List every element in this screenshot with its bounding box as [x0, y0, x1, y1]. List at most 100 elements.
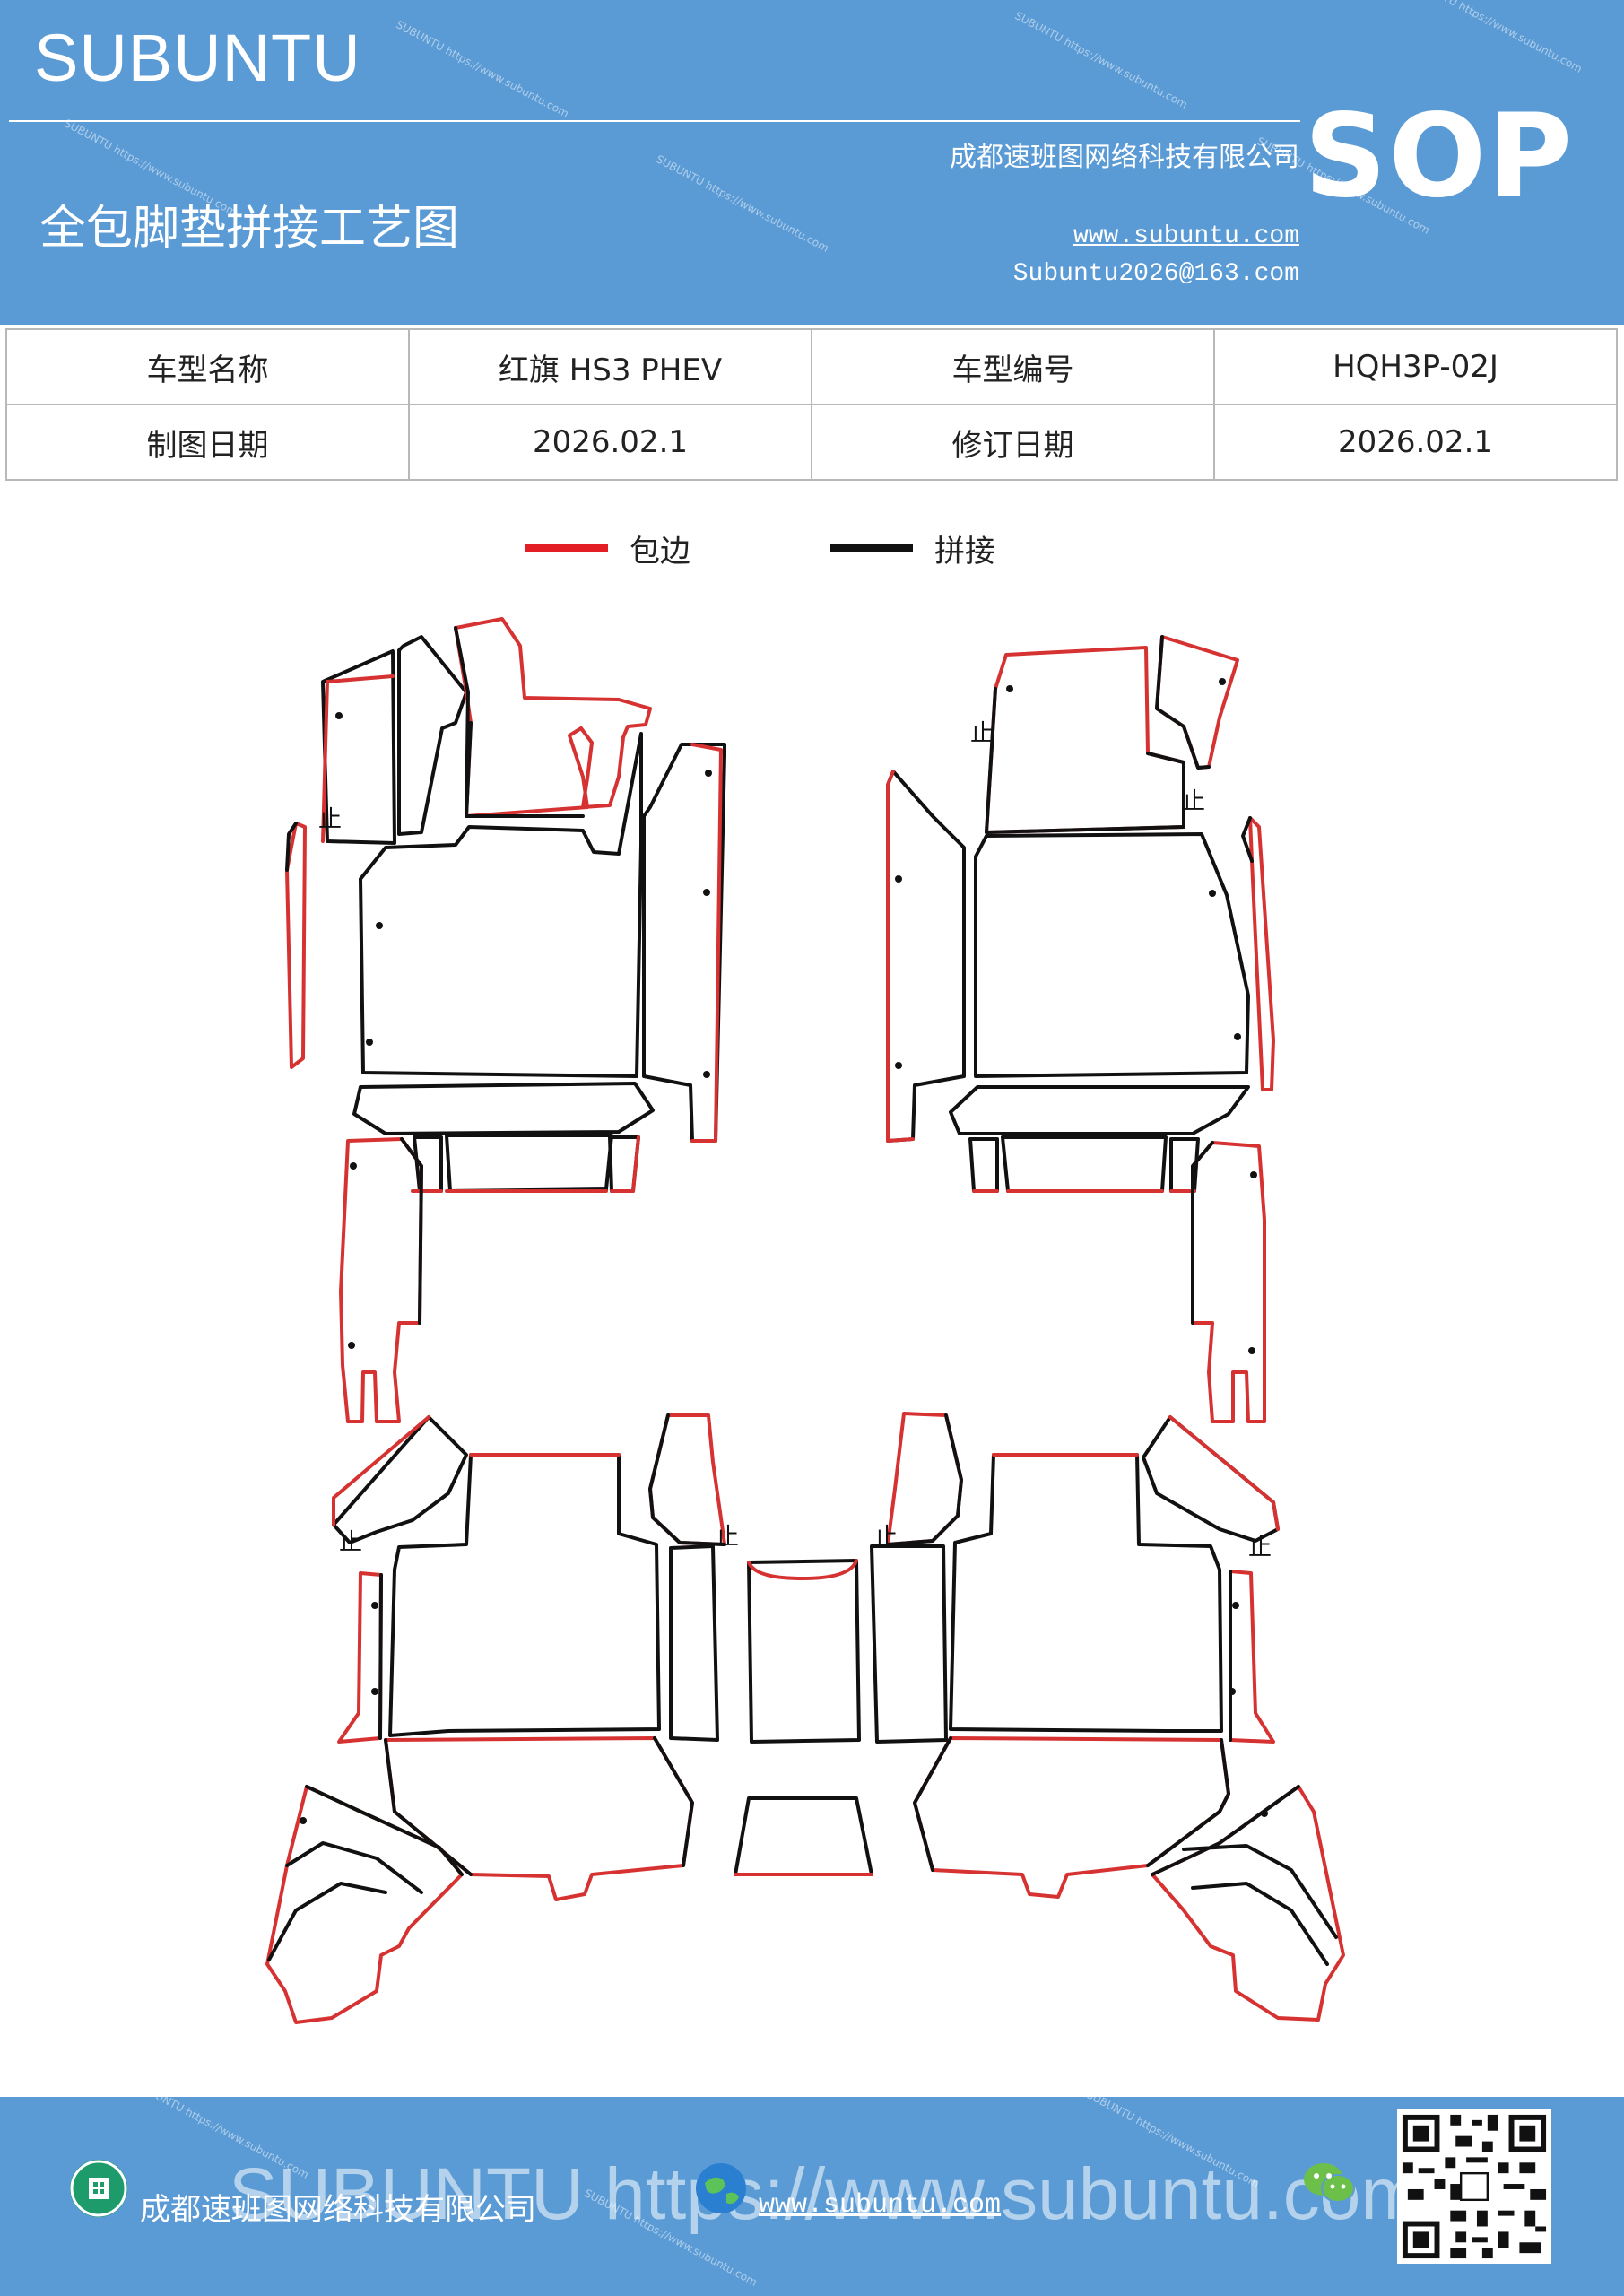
mat-piece-arch-lower: [265, 1785, 464, 2024]
mat-piece-left-strip: [886, 770, 915, 1143]
mat-piece-arch-lower: [267, 1785, 464, 1961]
footer-company-name: 成都速班图网络科技有限公司: [140, 2192, 536, 2228]
footer-website-link[interactable]: www.subuntu.com: [759, 2190, 1002, 2221]
stop-mark-label: 止: [318, 806, 342, 833]
mat-piece-left-strip: [378, 1573, 383, 1740]
mat-piece-left-strip: [285, 822, 298, 872]
mat-piece-left-strip: [337, 1571, 383, 1744]
mat-piece-side-flap: [397, 635, 468, 836]
mat-piece-under-seat: [384, 1736, 694, 1876]
draw-date-label: 制图日期: [5, 404, 410, 481]
mat-piece-sill-red: [411, 1135, 640, 1193]
front-right-mat-group: [886, 635, 1275, 1423]
website-link[interactable]: www.subuntu.com: [1073, 222, 1299, 250]
stop-mark-label: 止: [1248, 1535, 1272, 1561]
watermark-text: SUBUNTU https://www.subuntu.com: [394, 18, 571, 120]
mat-piece-main: [974, 832, 1250, 1078]
legend-item-edging: 包边: [525, 526, 690, 570]
footer-banner: SUBUNTU https://www.subuntu.com SUBUNTU …: [0, 2097, 1624, 2296]
mat-piece-center-tunnel: [669, 1544, 719, 1742]
mat-piece-lower-band: [352, 1082, 655, 1135]
mat-piece-sill-center: [445, 1134, 613, 1193]
mat-piece-door-strip: [1191, 1141, 1214, 1325]
watermark-text: SUBUNTU https://www.subuntu.com: [654, 152, 831, 255]
page-title: 全包脚垫拼接工艺图: [39, 202, 460, 256]
mat-piece-main: [388, 1453, 661, 1737]
seam-swatch: [830, 544, 913, 552]
header-divider: [9, 120, 1300, 122]
stop-mark-label: 止: [716, 1524, 739, 1551]
qr-code-image: [1397, 2109, 1551, 2264]
header-banner: SUBUNTU https://www.subuntu.com SUBUNTU …: [0, 0, 1624, 325]
model-code-value: HQH3P-02J: [1213, 328, 1618, 405]
rivet-dots: [895, 678, 1257, 1354]
company-building-icon: [70, 2160, 127, 2217]
mat-piece-wheel-arch: [332, 1415, 430, 1526]
model-code-label: 车型编号: [811, 328, 1215, 405]
sop-badge: SOP: [1304, 90, 1574, 223]
mat-piece-top-panel: [985, 687, 1185, 834]
mat-piece-center-front: [734, 1796, 873, 1876]
watermark-text: SUBUNTU https://www.subuntu.com: [1407, 0, 1585, 75]
mat-piece-sill-segment: [968, 1137, 999, 1193]
mat-piece-arch-lower: [1151, 1785, 1338, 1966]
stop-marks: 止 止 止 止 止 止 止: [318, 720, 1272, 1561]
center-mat-group: [734, 1559, 873, 1876]
mat-piece-right-strip: [690, 743, 723, 1143]
stop-mark-label: 止: [874, 1524, 898, 1551]
mat-piece-pedal-panel: [321, 674, 395, 843]
front-left-mat-group: [285, 617, 726, 1423]
mat-piece-main: [359, 732, 643, 1078]
mat-piece-wheel-arch: [332, 1415, 468, 1544]
mat-piece-left-strip: [285, 822, 307, 1069]
mat-piece-pedal-panel: [321, 649, 396, 845]
mat-piece-wheel-arch: [1168, 1415, 1280, 1531]
mat-piece-top-block: [454, 617, 652, 818]
mat-piece-right-strip: [642, 743, 726, 1143]
mat-piece-hump: [747, 1559, 858, 1580]
model-name-label: 车型名称: [5, 328, 410, 405]
mat-piece-seat-riser: [886, 1413, 963, 1546]
mat-piece-right-strip: [1241, 816, 1254, 863]
globe-icon: [692, 2160, 750, 2217]
mat-piece-door-strip: [339, 1137, 423, 1423]
mat-piece-sill-center: [1001, 1135, 1168, 1193]
mat-piece-top-panel: [985, 646, 1185, 834]
stop-mark-label: 止: [339, 1529, 362, 1556]
wechat-icon: [1298, 2154, 1356, 2212]
legend-label: 包边: [630, 533, 690, 570]
mat-piece-hump: [747, 1559, 861, 1744]
stop-mark-label: 止: [1182, 788, 1205, 815]
mat-piece-right-strip: [1229, 1570, 1275, 1744]
legend-label: 拼接: [934, 533, 995, 570]
mat-piece-under-seat: [913, 1736, 1230, 1899]
mat-piece-under-seat: [913, 1736, 1230, 1872]
mat-piece-main: [949, 1453, 1223, 1733]
mat-piece-left-strip: [886, 770, 966, 1143]
draw-date-value: 2026.02.1: [408, 404, 812, 481]
revise-date-label: 修订日期: [811, 404, 1215, 481]
mat-piece-seat-riser: [648, 1413, 726, 1546]
mat-piece-lower-band: [949, 1085, 1250, 1135]
rear-left-mat-group: [265, 1413, 726, 2024]
company-name: 成都速班图网络科技有限公司: [950, 142, 1299, 173]
rivet-dots: [300, 1602, 378, 1824]
rivet-dots: [335, 712, 712, 1349]
email-address: Subuntu2026@163.com: [1012, 260, 1299, 288]
floor-mat-diagram: 止 止 止 止 止 止 止: [265, 617, 1345, 2024]
vehicle-info-table: 车型名称 红旗 HS3 PHEV 车型编号 HQH3P-02J 制图日期 202…: [5, 328, 1618, 481]
brand-logo-text: SUBUNTU: [34, 21, 361, 95]
watermark-text: SUBUNTU https://www.subuntu.com: [1012, 9, 1190, 111]
rear-right-mat-group: [870, 1412, 1345, 2022]
rivet-dots: [1229, 1602, 1268, 1817]
mat-piece-center-tunnel: [870, 1544, 948, 1744]
footer-watermark-large: SUBUNTU https://www.subuntu.com: [229, 2153, 1422, 2235]
mat-piece-door-strip: [1191, 1141, 1266, 1423]
mat-piece-wheel-arch: [1142, 1415, 1280, 1543]
mat-piece-under-seat: [384, 1736, 694, 1901]
mat-piece-corner-flap: [1155, 635, 1239, 770]
mat-piece-door-strip: [400, 1137, 423, 1325]
edging-swatch: [525, 544, 608, 552]
legend-item-seam: 拼接: [830, 526, 995, 570]
table-row: 车型名称 红旗 HS3 PHEV 车型编号 HQH3P-02J: [5, 328, 1618, 405]
